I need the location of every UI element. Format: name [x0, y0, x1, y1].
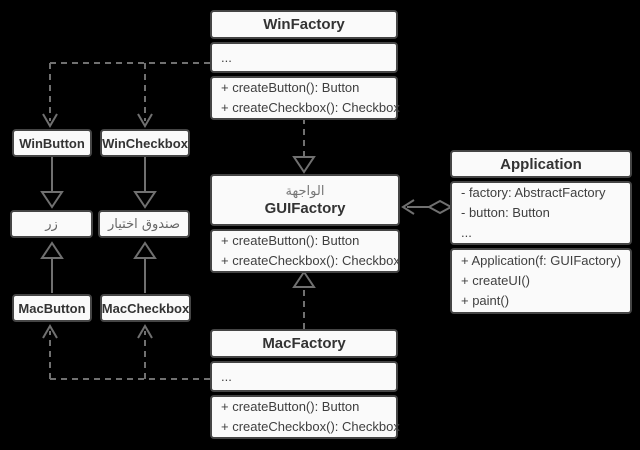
dependency-winfactory-to-winwidgets: [49, 62, 210, 121]
field-row: - button: Button: [461, 205, 550, 220]
class-guifactory-methods: + createButton(): Button + createCheckbo…: [210, 229, 400, 273]
method-row: + Application(f: GUIFactory): [461, 253, 622, 268]
class-macfactory-methods: + createButton(): Button + createCheckbo…: [210, 395, 400, 439]
hollow-diamond-icon: [426, 199, 454, 215]
method-row: + createButton(): Button: [221, 80, 360, 95]
class-winfactory-fields: ...: [210, 42, 398, 73]
open-arrowhead-up-icon: [42, 324, 58, 339]
method-row: + createCheckbox(): Checkbox: [221, 253, 400, 268]
hollow-triangle-down-icon: [292, 156, 316, 174]
class-application-title: Application: [450, 150, 632, 178]
method-row: + createCheckbox(): Checkbox: [221, 419, 400, 434]
class-guifactory-subtitle-arabic: الواجهة: [285, 184, 325, 199]
method-row: + createCheckbox(): Checkbox: [221, 100, 400, 115]
class-macfactory: MacFactory ... + createButton(): Button …: [210, 329, 400, 439]
interface-checkbox-arabic: صندوق اختيار: [98, 210, 190, 238]
interface-checkbox-arabic-title: صندوق اختيار: [98, 210, 190, 238]
class-application: Application - factory: AbstractFactory -…: [450, 150, 632, 314]
open-arrowhead-down-icon: [42, 113, 58, 128]
class-application-fields: - factory: AbstractFactory - button: But…: [450, 181, 632, 245]
dependency-macfactory-to-macwidgets: [49, 331, 210, 380]
interface-button-arabic-title: زر: [10, 210, 93, 238]
field-row: - factory: AbstractFactory: [461, 185, 606, 200]
class-macbutton: MacButton: [12, 294, 92, 322]
open-arrowhead-up-icon: [137, 324, 153, 339]
class-application-methods: + Application(f: GUIFactory) + createUI(…: [450, 248, 632, 314]
class-winfactory: WinFactory ... + createButton(): Button …: [210, 10, 400, 120]
class-macbutton-title: MacButton: [12, 294, 92, 322]
method-row: + paint(): [461, 293, 510, 308]
class-maccheckbox: MacCheckbox: [100, 294, 191, 322]
method-row: + createButton(): Button: [221, 399, 360, 414]
open-arrowhead-down-icon: [137, 113, 153, 128]
class-guifactory-title-block: الواجهة GUIFactory: [210, 174, 400, 226]
field-row: ...: [221, 368, 232, 384]
hollow-triangle-up-icon: [40, 241, 64, 259]
hollow-triangle-down-icon: [133, 191, 157, 209]
class-maccheckbox-title: MacCheckbox: [100, 294, 191, 322]
class-wincheckbox: WinCheckbox: [100, 129, 190, 157]
class-guifactory: الواجهة GUIFactory + createButton(): But…: [210, 174, 400, 273]
class-wincheckbox-title: WinCheckbox: [100, 129, 190, 157]
method-row: + createUI(): [461, 273, 530, 288]
field-row: ...: [221, 49, 232, 65]
class-winfactory-title: WinFactory: [210, 10, 398, 39]
method-row: + createButton(): Button: [221, 233, 360, 248]
interface-button-arabic: زر: [10, 210, 93, 238]
class-macfactory-fields: ...: [210, 361, 398, 392]
hollow-triangle-down-icon: [40, 191, 64, 209]
class-guifactory-title: GUIFactory: [264, 200, 346, 217]
field-row: ...: [461, 225, 472, 240]
hollow-triangle-up-icon: [292, 270, 316, 288]
class-macfactory-title: MacFactory: [210, 329, 398, 358]
class-winbutton-title: WinButton: [12, 129, 92, 157]
class-winfactory-methods: + createButton(): Button + createCheckbo…: [210, 76, 400, 120]
class-winbutton: WinButton: [12, 129, 92, 157]
open-arrowhead-left-icon: [401, 199, 415, 215]
hollow-triangle-up-icon: [133, 241, 157, 259]
